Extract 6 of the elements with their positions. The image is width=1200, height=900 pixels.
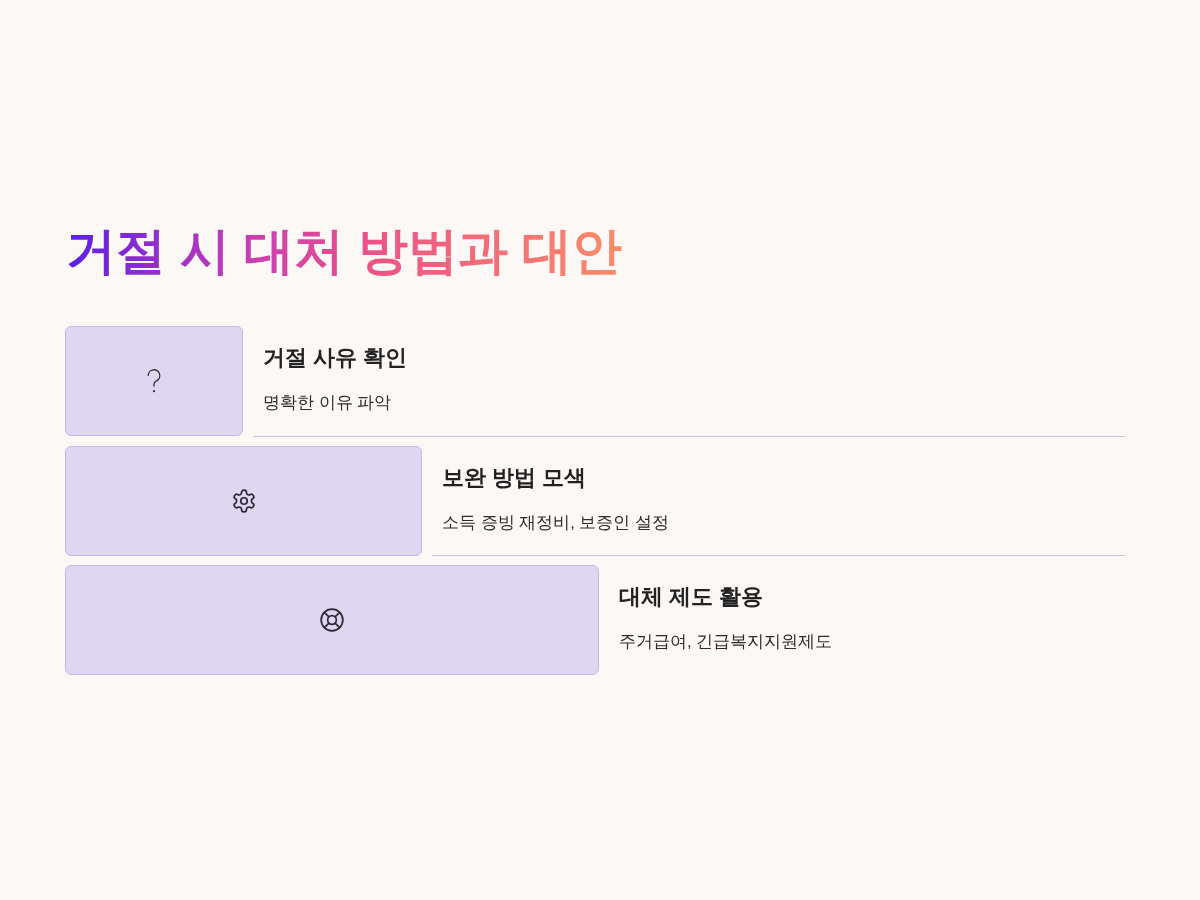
step-description: 소득 증빙 재정비, 보증인 설정: [442, 512, 669, 533]
step-description: 주거급여, 긴급복지지원제도: [619, 631, 833, 652]
step-heading: 대체 제도 활용: [619, 583, 764, 611]
step-heading: 거절 사유 확인: [263, 344, 408, 372]
step-heading: 보완 방법 모색: [442, 464, 587, 492]
step-description: 명확한 이유 파악: [263, 392, 392, 413]
